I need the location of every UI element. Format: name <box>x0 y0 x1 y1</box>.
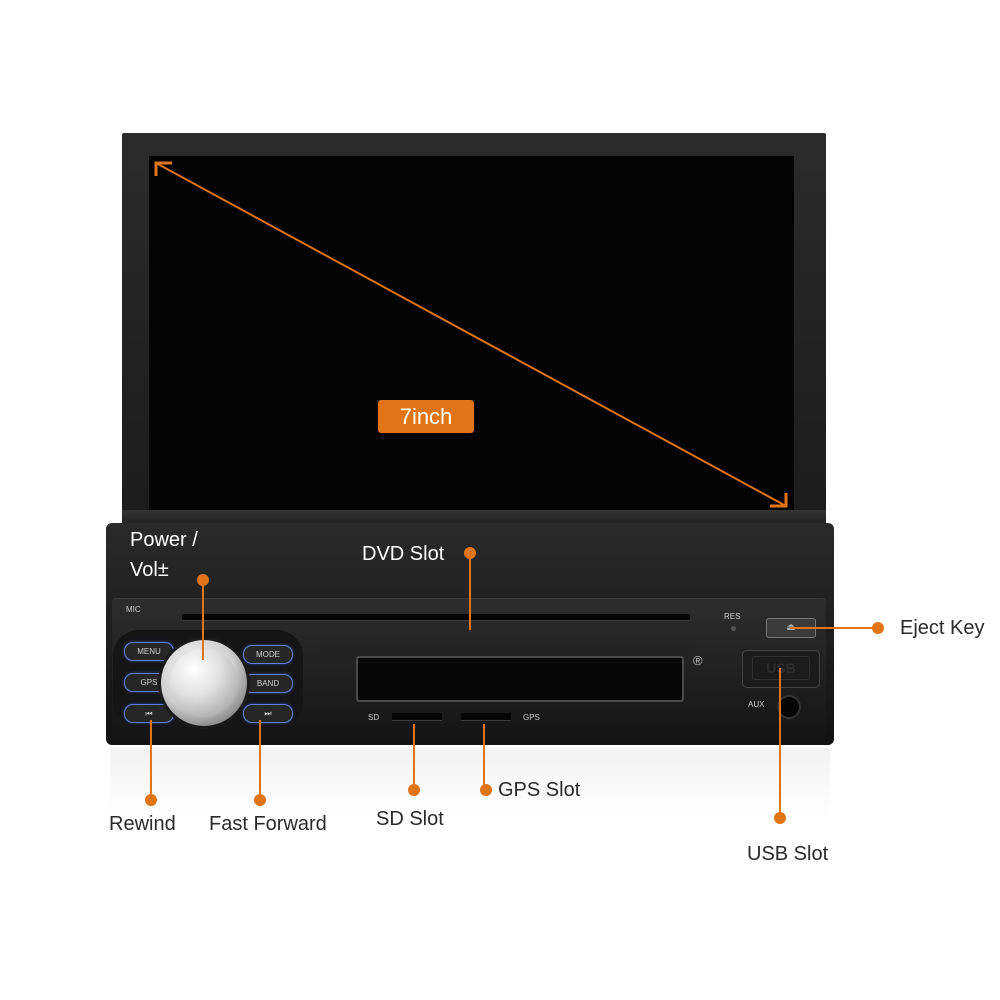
sd-slot-callout: SD Slot <box>376 808 444 830</box>
dvd-slot-callout: DVD Slot <box>362 543 445 565</box>
mic-label: MIC <box>126 605 141 614</box>
sd-card-slot[interactable] <box>392 713 442 721</box>
power-marker <box>197 574 209 586</box>
ir-sensor-icon: ® <box>693 653 703 668</box>
gps-leader-line <box>483 724 487 791</box>
usb-marker <box>774 812 786 824</box>
gps-card-slot[interactable] <box>461 713 511 721</box>
rewind-button[interactable]: ⏮ <box>124 704 174 723</box>
rewind-callout: Rewind <box>109 813 176 835</box>
reset-button[interactable] <box>731 626 736 631</box>
fast-forward-button[interactable]: ⏭ <box>243 704 293 723</box>
usb-slot-callout: USB Slot <box>747 843 829 865</box>
fast-forward-marker <box>254 794 266 806</box>
eject-key-callout: Eject Key <box>900 617 985 639</box>
screen-diagonal-line <box>155 162 787 507</box>
gps-marker <box>480 784 492 796</box>
panel-recess <box>320 644 690 654</box>
dvd-slot[interactable] <box>182 614 690 621</box>
knob-face <box>170 649 238 717</box>
sd-label: SD <box>368 713 380 722</box>
band-button[interactable]: BAND <box>243 674 293 693</box>
screen-size-badge: 7inch <box>378 400 474 433</box>
gps-slot-callout: GPS Slot <box>498 779 581 801</box>
rewind-marker <box>145 794 157 806</box>
sd-marker <box>408 784 420 796</box>
corner-marker-bottom-right <box>770 493 788 508</box>
reflection <box>110 748 830 818</box>
res-label: RES <box>724 612 741 621</box>
aux-label: AUX <box>748 700 765 709</box>
gps-label: GPS <box>523 713 540 722</box>
eject-marker <box>872 622 884 634</box>
mode-button[interactable]: MODE <box>243 645 293 664</box>
power-callout-line1: Power / <box>130 529 198 551</box>
corner-marker-top-left <box>154 161 172 176</box>
display-window <box>356 656 684 702</box>
fast-forward-callout: Fast Forward <box>209 813 327 835</box>
dvd-marker <box>464 547 476 559</box>
power-callout-line2: Vol± <box>130 559 169 581</box>
